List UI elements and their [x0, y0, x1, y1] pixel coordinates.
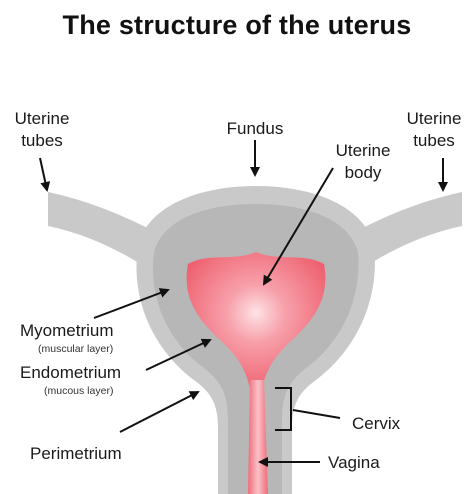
uterine-cavity — [186, 252, 326, 388]
label-uterine-body: Uterine body — [335, 141, 391, 182]
arrow-uterine-tubes-left — [39, 157, 51, 192]
arrow-uterine-body — [262, 167, 334, 286]
arrow-endometrium — [145, 338, 212, 371]
diagram-title: The structure of the uterus — [62, 10, 412, 40]
arrow-myometrium — [93, 288, 170, 319]
arrow-perimetrium — [119, 391, 200, 433]
label-vagina: Vagina — [328, 453, 380, 472]
label-perimetrium: Perimetrium — [30, 444, 122, 463]
label-uterine-tubes-left: Uterine tubes — [14, 109, 70, 150]
label-myometrium-sub: (muscular layer) — [38, 343, 114, 355]
label-fundus: Fundus — [226, 119, 284, 138]
label-endometrium-sub: (mucous layer) — [44, 385, 114, 397]
label-myometrium: Myometrium — [20, 321, 114, 340]
label-uterine-tubes-right: Uterine tubes — [406, 109, 462, 150]
label-cervix: Cervix — [352, 414, 401, 433]
cervix-bracket — [275, 387, 292, 431]
label-endometrium: Endometrium — [20, 363, 122, 382]
arrow-cervix — [292, 409, 341, 419]
